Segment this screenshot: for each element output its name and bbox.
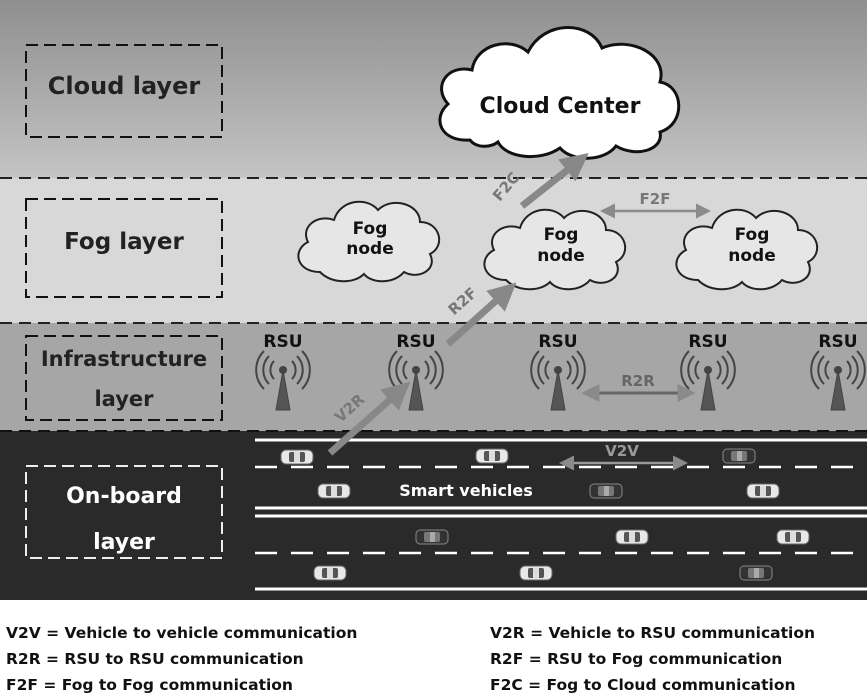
f2c-arrow xyxy=(519,153,589,209)
vehicle xyxy=(313,565,347,581)
vehicle xyxy=(475,448,509,464)
infrastructure-layer-box xyxy=(25,335,223,421)
f2f-label: F2F xyxy=(640,190,671,208)
rsu-label: RSU xyxy=(818,332,857,352)
onboard-layer-box xyxy=(25,465,223,559)
r2r-label: R2R xyxy=(621,372,655,390)
rsu-label: RSU xyxy=(396,332,435,352)
cloud-center-icon xyxy=(438,26,681,160)
fog-node-icon xyxy=(483,208,627,291)
fog-layer-box xyxy=(25,198,223,298)
cloud-center-label: Cloud Center xyxy=(480,94,641,119)
fog-node-label-line2: node xyxy=(728,246,775,266)
legend-item: F2F = Fog to Fog communication xyxy=(6,676,293,694)
legend-item: R2R = RSU to RSU communication xyxy=(6,650,304,668)
rsu-label: RSU xyxy=(263,332,302,352)
fog-node-label-line2: node xyxy=(346,239,393,259)
legend-item: V2V = Vehicle to vehicle communication xyxy=(6,624,358,642)
smart-vehicles-label: Smart vehicles xyxy=(399,481,533,500)
r2f-arrow xyxy=(445,282,517,347)
vehicle xyxy=(519,565,553,581)
vehicle xyxy=(746,483,780,499)
v2v-label: V2V xyxy=(605,442,639,460)
vehicle xyxy=(615,529,649,545)
legend-right: V2R = Vehicle to RSU communication R2F =… xyxy=(490,620,815,698)
infrastructure-layer-label-line2: layer xyxy=(94,387,154,411)
onboard-layer-label-line2: layer xyxy=(93,530,155,555)
legend-item: R2F = RSU to Fog communication xyxy=(490,650,783,668)
vehicle xyxy=(317,483,351,499)
infrastructure-layer-label-line1: Infrastructure xyxy=(41,347,207,371)
rsu-label: RSU xyxy=(538,332,577,352)
legend-item: V2R = Vehicle to RSU communication xyxy=(490,624,816,642)
v2r-arrow xyxy=(327,381,411,456)
cloud-layer-label: Cloud layer xyxy=(48,72,201,100)
onboard-layer-label-line1: On-board xyxy=(66,484,182,509)
legend-left: V2V = Vehicle to vehicle communication R… xyxy=(6,620,357,698)
fog-node-label-line2: node xyxy=(537,246,584,266)
fog-node-icon xyxy=(297,200,441,283)
vehicle xyxy=(589,483,623,499)
vehicle xyxy=(722,448,756,464)
cloud-layer-band xyxy=(0,0,867,178)
fog-node-label-line1: Fog xyxy=(544,225,579,245)
vehicle xyxy=(739,565,773,581)
architecture-diagram: Cloud layer Fog layer Infrastructure lay… xyxy=(0,0,867,600)
road xyxy=(255,438,867,591)
vehicle xyxy=(280,449,314,465)
vehicle xyxy=(776,529,810,545)
fog-node-label-line1: Fog xyxy=(735,225,770,245)
fog-layer-label: Fog layer xyxy=(64,229,184,255)
vehicle xyxy=(415,529,449,545)
cloud-layer-box xyxy=(25,44,223,138)
fog-node-label-line1: Fog xyxy=(353,219,388,239)
rsu-label: RSU xyxy=(688,332,727,352)
legend-item: F2C = Fog to Cloud communication xyxy=(490,676,796,694)
fog-node-icon xyxy=(675,208,819,291)
